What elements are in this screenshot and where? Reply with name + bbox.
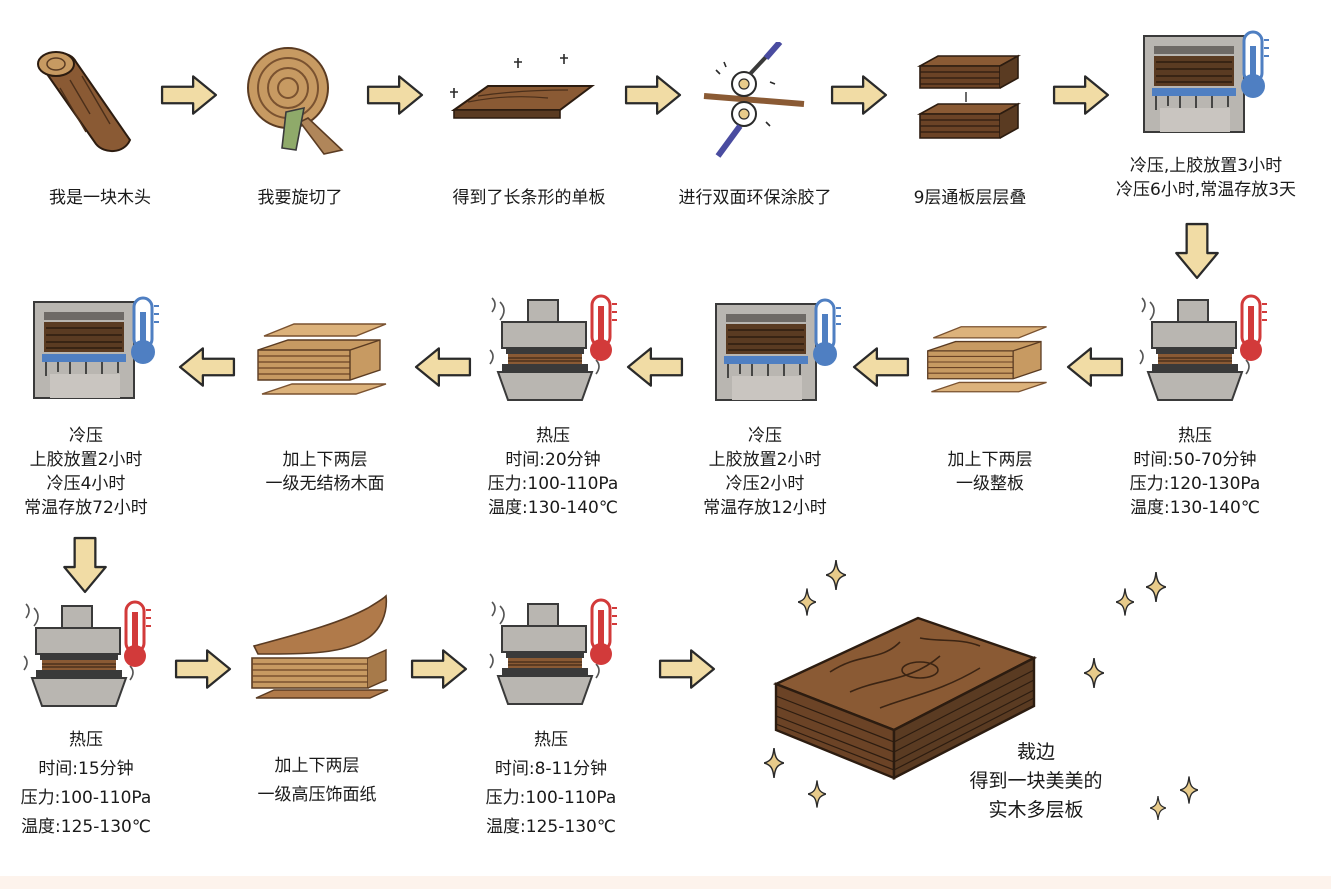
- step-caption: 冷压,上胶放置3小时 冷压6小时,常温存放3天: [1115, 156, 1297, 200]
- hot-press-icon: [1138, 294, 1268, 404]
- panel-stack-icon: [924, 322, 1054, 402]
- arrow-right-icon: [366, 74, 424, 116]
- sparkle-icon: [826, 560, 846, 590]
- sparkle-icon: [1146, 572, 1166, 602]
- cold-press-icon: [712, 298, 842, 408]
- step-caption: 冷压 上胶放置2小时 冷压4小时 常温存放72小时: [24, 426, 148, 518]
- hot-press-icon: [22, 600, 152, 710]
- hot-press-icon: [488, 294, 618, 404]
- arrow-left-icon: [626, 346, 684, 388]
- log-icon: [37, 51, 132, 152]
- step-caption: 加上下两层 一级整板: [947, 450, 1033, 494]
- glue-rollers-icon: [703, 42, 805, 158]
- step-caption: 进行双面环保涂胶了: [678, 188, 832, 208]
- step-caption: 热压 时间:8-11分钟 压力:100-110Pa 温度:125-130℃: [485, 730, 617, 837]
- finished-board-icon: [772, 616, 1038, 780]
- sparkle-icon: [1116, 588, 1134, 616]
- sparkle-icon: [764, 748, 784, 778]
- step-caption: 热压 时间:15分钟 压力:100-110Pa 温度:125-130℃: [20, 730, 152, 837]
- bottom-band: [0, 876, 1331, 889]
- decor-paper-icon: [251, 594, 389, 699]
- arrow-right-icon: [410, 648, 468, 690]
- step-caption: 热压 时间:50-70分钟 压力:120-130Pa 温度:130-140℃: [1129, 426, 1261, 518]
- arrow-right-icon: [830, 74, 888, 116]
- step-caption: 裁边 得到一块美美的 实木多层板: [969, 741, 1103, 821]
- cold-press-icon: [30, 296, 160, 406]
- step-caption: 加上下两层 一级无结杨木面: [265, 450, 385, 494]
- sparkle-icon: [1180, 776, 1198, 804]
- rotary-cut-icon: [247, 47, 344, 155]
- step-caption: 9层通板层层叠: [913, 188, 1027, 208]
- step-caption: 得到了长条形的单板: [452, 188, 606, 208]
- arrow-down-icon: [62, 536, 108, 594]
- arrow-right-icon: [658, 648, 716, 690]
- step-caption: 热压 时间:20分钟 压力:100-110Pa 温度:130-140℃: [487, 426, 619, 518]
- sparkle-icon: [1150, 796, 1166, 820]
- arrow-down-icon: [1174, 222, 1220, 280]
- step-caption: 加上下两层 一级高压饰面纸: [257, 756, 377, 805]
- panel-stack-icon: [254, 322, 394, 402]
- arrow-left-icon: [1066, 346, 1124, 388]
- sparkle-icon: [808, 780, 826, 808]
- arrow-right-icon: [174, 648, 232, 690]
- cold-press-icon: [1140, 30, 1270, 140]
- step-caption: 我要旋切了: [257, 188, 343, 208]
- hot-press-icon: [488, 598, 618, 708]
- sparkle-icon: [1084, 658, 1104, 688]
- step-caption: 我是一块木头: [49, 188, 151, 208]
- sparkle-icon: [798, 588, 816, 616]
- arrow-left-icon: [178, 346, 236, 388]
- stacked-layers-icon: [916, 54, 1022, 139]
- arrow-left-icon: [852, 346, 910, 388]
- arrow-right-icon: [160, 74, 218, 116]
- arrow-right-icon: [624, 74, 682, 116]
- veneer-sheet-icon: [450, 54, 595, 119]
- arrow-left-icon: [414, 346, 472, 388]
- arrow-right-icon: [1052, 74, 1110, 116]
- step-caption: 冷压 上胶放置2小时 冷压2小时 常温存放12小时: [703, 426, 827, 518]
